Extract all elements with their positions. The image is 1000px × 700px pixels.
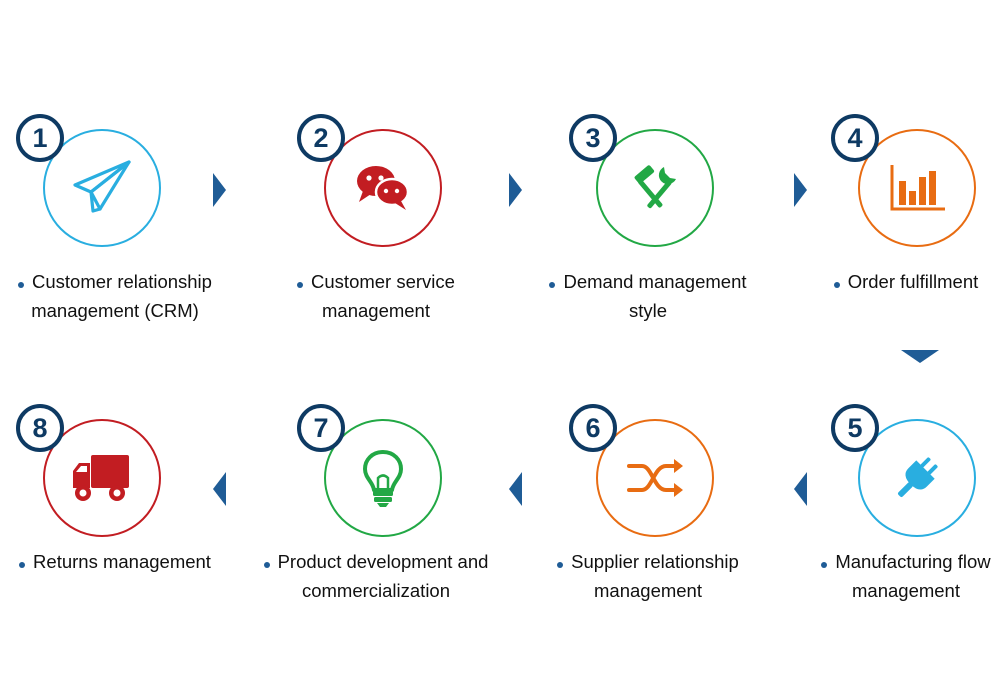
caption-line-1: Demand management bbox=[563, 271, 747, 292]
bullet-icon bbox=[18, 282, 25, 289]
arrow-right-icon bbox=[509, 173, 522, 207]
bullet-icon bbox=[19, 562, 26, 569]
ring-1 bbox=[43, 129, 161, 247]
step-caption: Customer service management bbox=[236, 267, 516, 325]
plug-icon bbox=[898, 457, 938, 497]
caption-line-2: management bbox=[594, 580, 702, 601]
arrow-left-icon bbox=[794, 472, 807, 506]
caption-line-1: Returns management bbox=[33, 551, 211, 572]
ring-7 bbox=[324, 419, 442, 537]
caption-line-1: Supplier relationship bbox=[571, 551, 739, 572]
ring-3 bbox=[596, 129, 714, 247]
bar-chart-icon bbox=[890, 165, 945, 211]
caption-line-2: management (CRM) bbox=[31, 300, 199, 321]
bullet-icon bbox=[297, 282, 304, 289]
step-number-badge: 5 bbox=[831, 404, 879, 452]
ring-8 bbox=[43, 419, 161, 537]
shuffle-icon bbox=[627, 459, 683, 497]
caption-line-1: Order fulfillment bbox=[847, 271, 979, 292]
caption-line-1: Customer relationship bbox=[32, 271, 212, 292]
caption-line-1: Product development and bbox=[277, 551, 489, 572]
step-caption: Product development and commercializatio… bbox=[236, 547, 516, 605]
chat-bubbles-icon bbox=[357, 166, 410, 210]
step-number-badge: 8 bbox=[16, 404, 64, 452]
arrow-left-icon bbox=[509, 472, 522, 506]
step-number-badge: 3 bbox=[569, 114, 617, 162]
arrow-down-icon bbox=[901, 350, 939, 363]
lightbulb-icon bbox=[363, 450, 403, 507]
bullet-icon bbox=[263, 562, 270, 569]
bullet-icon bbox=[821, 562, 828, 569]
bullet-icon bbox=[557, 562, 564, 569]
step-caption: Demand management style bbox=[508, 267, 788, 325]
arrow-right-icon bbox=[794, 173, 807, 207]
step-caption: Manufacturing flow management bbox=[766, 547, 1000, 605]
step-number-badge: 6 bbox=[569, 404, 617, 452]
ring-5 bbox=[858, 419, 976, 537]
step-number-badge: 1 bbox=[16, 114, 64, 162]
ring-2 bbox=[324, 129, 442, 247]
step-number-badge: 4 bbox=[831, 114, 879, 162]
bullet-icon bbox=[549, 282, 556, 289]
caption-line-1: Customer service bbox=[311, 271, 455, 292]
step-caption: Returns management bbox=[0, 547, 255, 576]
caption-line-2: management bbox=[322, 300, 430, 321]
caption-line-1: Manufacturing flow bbox=[835, 551, 991, 572]
step-caption: Customer relationship management (CRM) bbox=[0, 267, 255, 325]
bullet-icon bbox=[833, 282, 840, 289]
truck-icon bbox=[73, 455, 129, 501]
step-number-badge: 2 bbox=[297, 114, 345, 162]
caption-line-2: commercialization bbox=[301, 580, 451, 601]
arrow-right-icon bbox=[213, 173, 226, 207]
arrow-left-icon bbox=[213, 472, 226, 506]
step-caption: Order fulfillment bbox=[766, 267, 1000, 296]
caption-line-2: management bbox=[852, 580, 960, 601]
caption-line-2: style bbox=[628, 300, 668, 321]
step-caption: Supplier relationship management bbox=[508, 547, 788, 605]
ring-4 bbox=[858, 129, 976, 247]
ring-6 bbox=[596, 419, 714, 537]
paper-plane-icon bbox=[73, 160, 131, 213]
hammer-wrench-icon bbox=[634, 165, 676, 209]
step-number-badge: 7 bbox=[297, 404, 345, 452]
